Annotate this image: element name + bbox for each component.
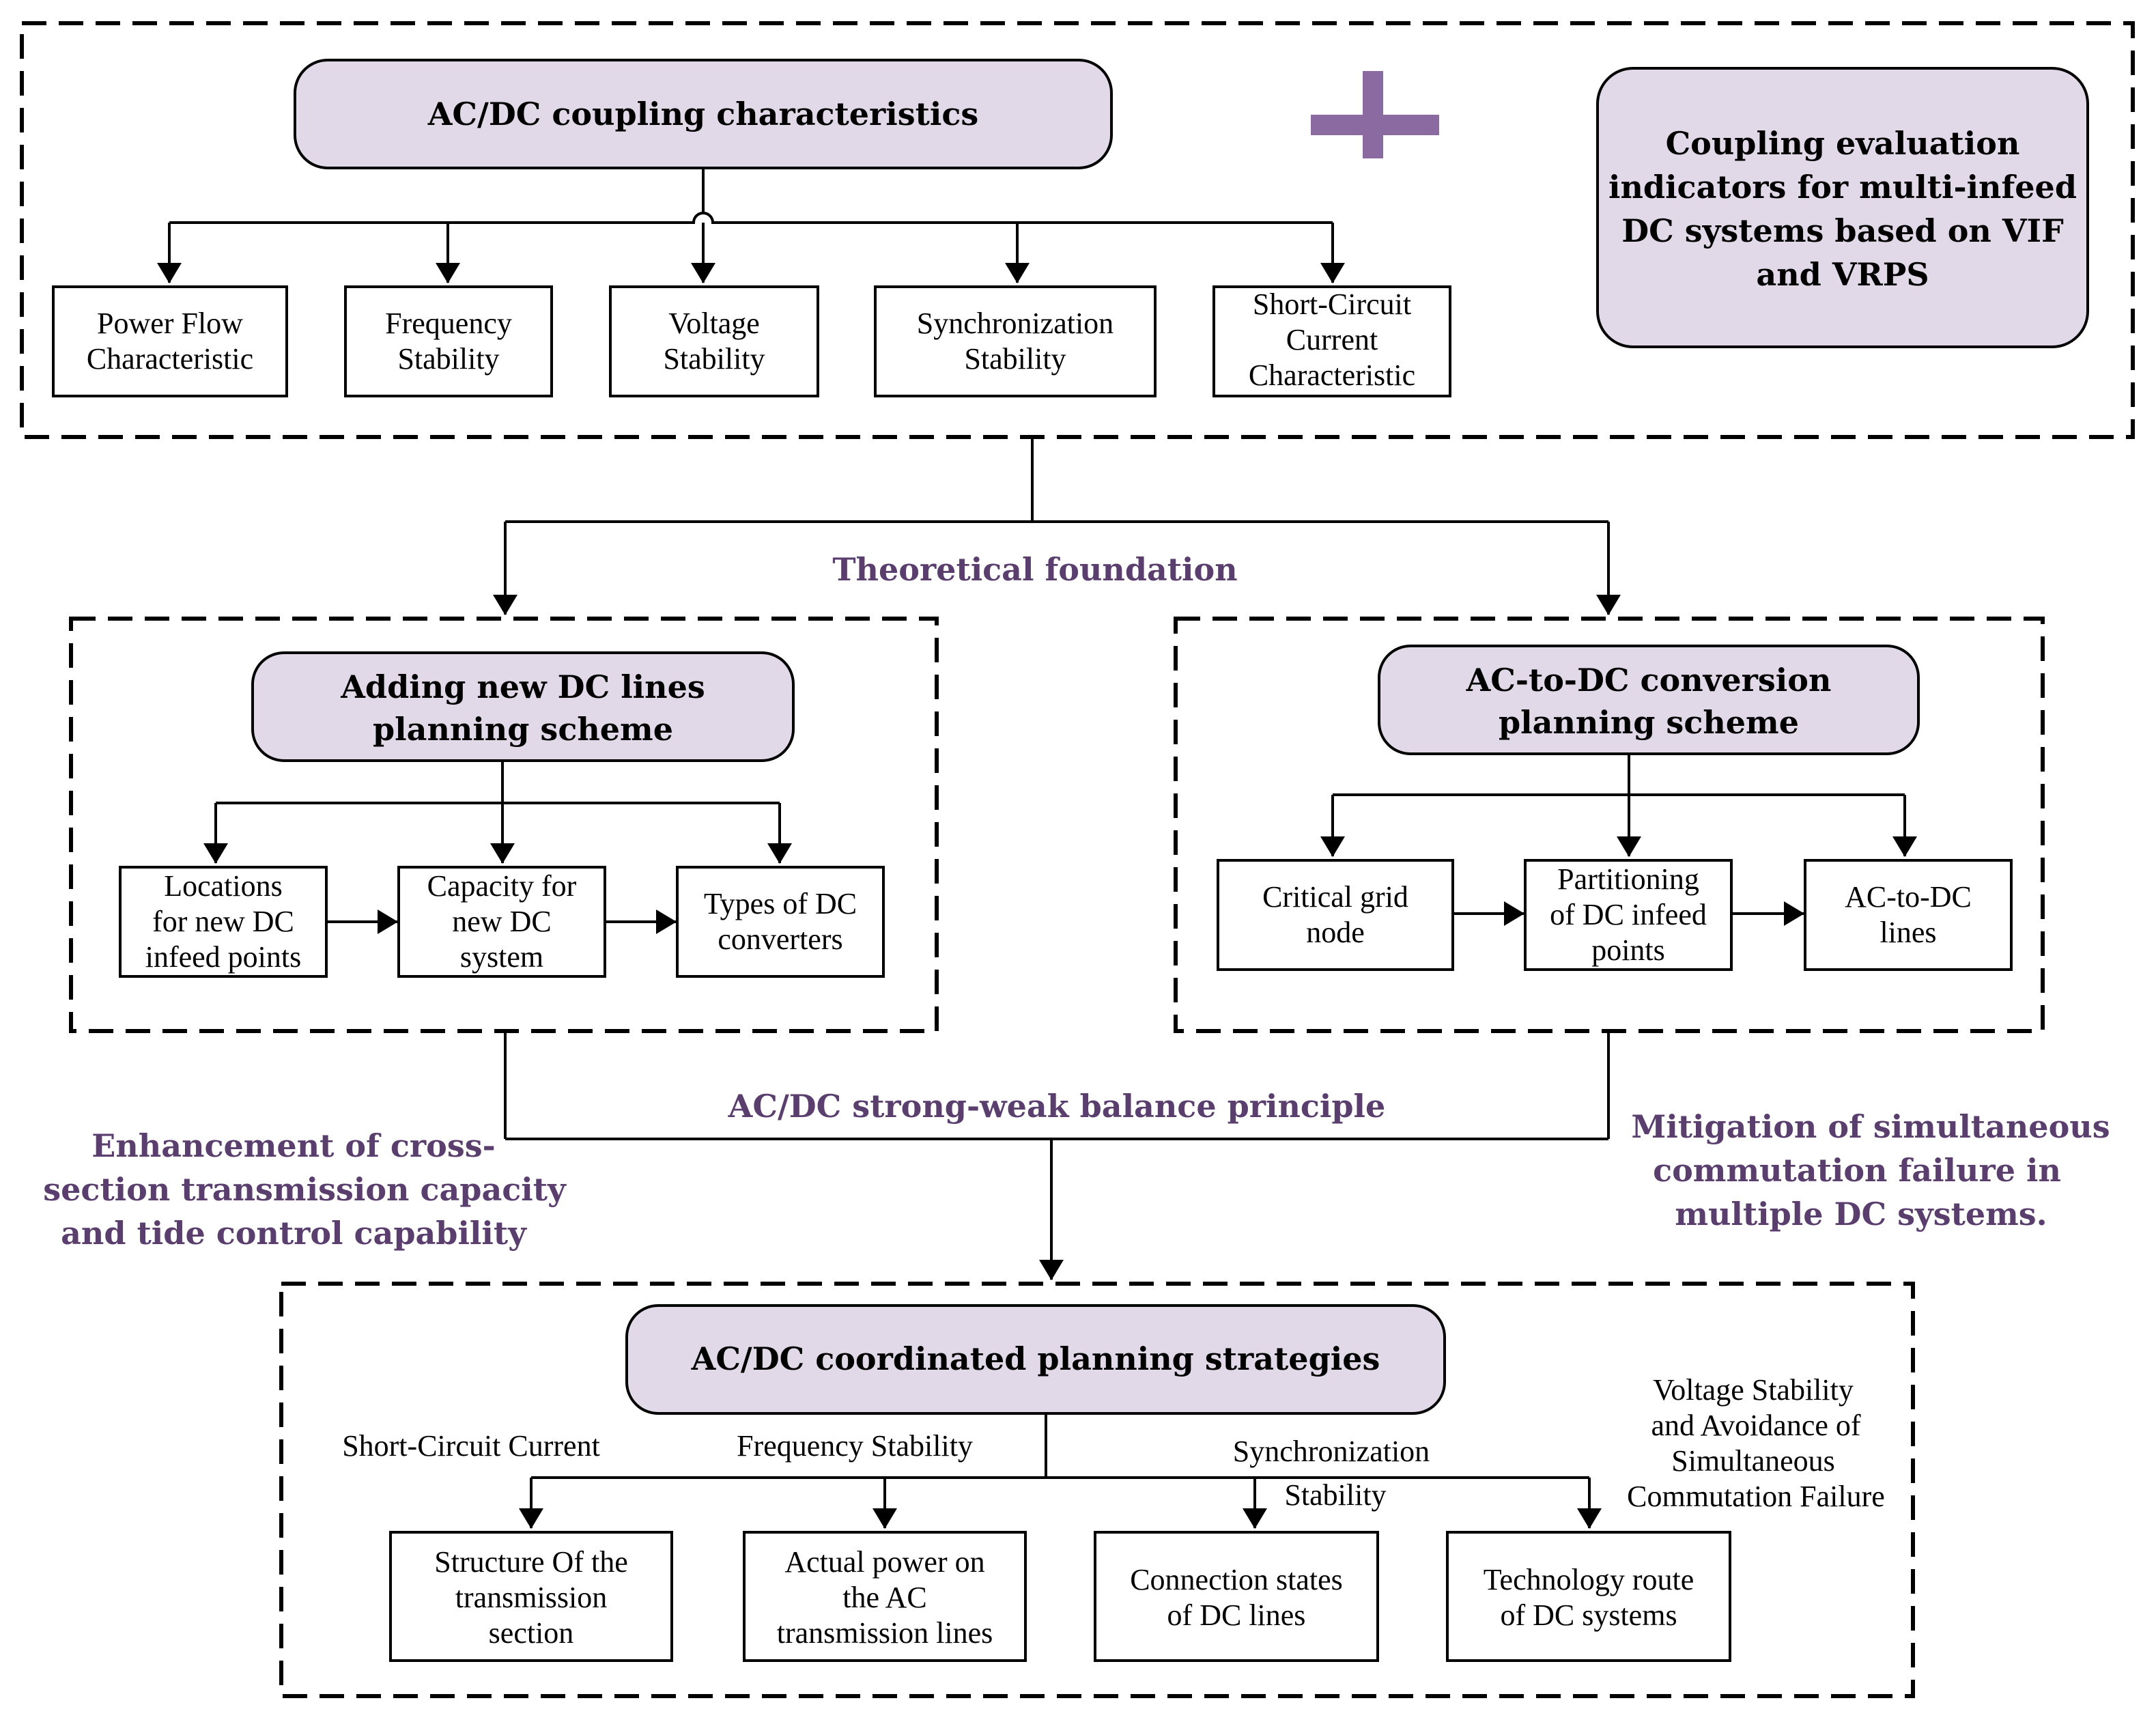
svg-text:Power Flow: Power Flow — [97, 307, 243, 340]
branch-label-short-circuit: Short-Circuit Current — [342, 1429, 600, 1463]
svg-text:Voltage: Voltage — [668, 307, 760, 340]
svg-text:of DC lines: of DC lines — [1167, 1598, 1306, 1632]
right-note: Mitigation of simultaneous commutation f… — [1631, 1108, 2110, 1232]
svg-text:of DC infeed: of DC infeed — [1550, 898, 1707, 931]
step-capacity: Capacity for new DC system — [397, 866, 606, 978]
svg-text:Commutation Failure: Commutation Failure — [1627, 1480, 1885, 1513]
svg-text:AC/DC coordinated planning str: AC/DC coordinated planning strategies — [691, 1340, 1380, 1377]
svg-text:section transmission capacity: section transmission capacity — [43, 1171, 567, 1208]
top-section-frame — [20, 21, 2135, 439]
svg-text:AC-to-DC: AC-to-DC — [1845, 880, 1972, 914]
svg-text:Stability: Stability — [397, 342, 499, 376]
svg-text:points: points — [1591, 933, 1665, 967]
coupling-characteristics-node: AC/DC coupling characteristics — [294, 59, 1113, 169]
plus-icon — [1311, 71, 1439, 158]
strategy-actual-power: Actual power on the AC transmission line… — [743, 1531, 1027, 1662]
svg-text:system: system — [460, 940, 543, 974]
svg-text:Partitioning: Partitioning — [1557, 862, 1699, 896]
balance-principle-connector — [504, 1031, 1610, 1280]
svg-text:Simultaneous: Simultaneous — [1671, 1444, 1835, 1478]
svg-text:converters: converters — [718, 922, 842, 956]
svg-text:Structure Of the: Structure Of the — [434, 1545, 627, 1579]
coordinated-strategies-node: AC/DC coordinated planning strategies — [625, 1304, 1446, 1415]
theoretical-foundation-label: Theoretical foundation — [832, 551, 1237, 588]
step-locations: Locations for new DC infeed points — [119, 866, 328, 978]
svg-text:and tide control capability: and tide control capability — [61, 1215, 527, 1252]
svg-text:planning scheme: planning scheme — [1499, 704, 1799, 741]
svg-text:for new DC: for new DC — [152, 905, 294, 938]
svg-text:Voltage Stability: Voltage Stability — [1653, 1373, 1854, 1407]
svg-text:Stability: Stability — [964, 342, 1066, 376]
svg-text:of DC systems: of DC systems — [1500, 1598, 1677, 1632]
svg-text:lines: lines — [1880, 916, 1936, 949]
bottom-section-frame — [279, 1282, 1915, 1698]
evaluation-line-1: Coupling evaluation — [1666, 125, 2020, 162]
svg-text:Short-Circuit Current: Short-Circuit Current — [342, 1429, 600, 1463]
svg-text:Types of DC: Types of DC — [704, 887, 857, 920]
svg-text:commutation failure in: commutation failure in — [1653, 1152, 2061, 1189]
characteristic-frequency: Frequency Stability — [344, 285, 553, 397]
svg-text:Connection states: Connection states — [1130, 1563, 1343, 1596]
coupling-characteristics-title: AC/DC coupling characteristics — [427, 96, 979, 132]
svg-text:Characteristic: Characteristic — [87, 342, 253, 376]
svg-text:Synchronization: Synchronization — [917, 307, 1114, 340]
svg-text:the AC: the AC — [842, 1581, 926, 1614]
svg-text:Current: Current — [1286, 323, 1378, 356]
theoretical-foundation-connector — [493, 437, 1621, 615]
strategy-technology-route: Technology route of DC systems — [1446, 1531, 1731, 1662]
svg-text:Enhancement of cross-: Enhancement of cross- — [91, 1127, 495, 1164]
left-note: Enhancement of cross- section transmissi… — [43, 1127, 567, 1252]
branch-label-synchronization: Synchronization Stability — [1233, 1435, 1430, 1512]
step-converter-types: Types of DC converters — [676, 866, 885, 978]
evaluation-indicators-box — [1596, 67, 2089, 348]
svg-text:Short-Circuit: Short-Circuit — [1253, 287, 1411, 321]
right-scheme-connectors — [1320, 754, 1917, 926]
step-partitioning: Partitioning of DC infeed points — [1524, 859, 1733, 971]
step-critical-node: Critical grid node — [1217, 859, 1454, 971]
evaluation-line-4: and VRPS — [1756, 256, 1929, 293]
branch-label-voltage: Voltage Stability and Avoidance of Simul… — [1627, 1373, 1885, 1513]
svg-text:Critical grid: Critical grid — [1262, 880, 1408, 914]
svg-text:Actual power on: Actual power on — [784, 1545, 984, 1579]
svg-text:new DC: new DC — [452, 905, 551, 938]
step-ac-to-dc-lines: AC-to-DC lines — [1804, 859, 2013, 971]
svg-text:Capacity for: Capacity for — [427, 869, 577, 903]
svg-text:and Avoidance of: and Avoidance of — [1651, 1409, 1860, 1442]
svg-text:transmission: transmission — [455, 1581, 607, 1614]
top-tree-connectors — [157, 168, 1345, 283]
branch-label-frequency: Frequency Stability — [737, 1429, 973, 1463]
evaluation-line-3: DC systems based on VIF — [1621, 212, 2064, 249]
characteristic-short-circuit: Short-Circuit Current Characteristic — [1212, 285, 1451, 397]
svg-text:Frequency: Frequency — [385, 307, 512, 340]
svg-text:AC-to-DC conversion: AC-to-DC conversion — [1466, 662, 1832, 699]
svg-text:infeed points: infeed points — [145, 940, 302, 974]
strategy-transmission-section: Structure Of the transmission section — [389, 1531, 673, 1662]
bottom-tree-connectors — [519, 1413, 1602, 1529]
strategy-connection-states: Connection states of DC lines — [1094, 1531, 1379, 1662]
svg-text:node: node — [1306, 916, 1365, 949]
svg-text:Stability: Stability — [663, 342, 765, 376]
svg-text:Frequency Stability: Frequency Stability — [737, 1429, 973, 1463]
svg-text:transmission lines: transmission lines — [777, 1616, 993, 1650]
ac-to-dc-scheme-node: AC-to-DC conversion planning scheme — [1378, 645, 1920, 755]
new-dc-lines-scheme-node: Adding new DC lines planning scheme — [251, 651, 795, 762]
svg-text:section: section — [489, 1616, 574, 1650]
evaluation-line-2: indicators for multi-infeed — [1608, 169, 2077, 206]
balance-principle-label: AC/DC strong-weak balance principle — [728, 1088, 1386, 1125]
svg-text:Locations: Locations — [164, 869, 283, 903]
svg-text:multiple DC systems.: multiple DC systems. — [1675, 1196, 2047, 1232]
left-scheme-connectors — [203, 761, 792, 934]
svg-text:Mitigation of simultaneous: Mitigation of simultaneous — [1631, 1108, 2110, 1145]
svg-text:Synchronization: Synchronization — [1233, 1435, 1430, 1468]
svg-text:Characteristic: Characteristic — [1249, 358, 1415, 392]
characteristic-synchronization: Synchronization Stability — [874, 285, 1157, 397]
svg-text:planning scheme: planning scheme — [373, 711, 673, 748]
svg-text:Stability: Stability — [1284, 1478, 1386, 1512]
characteristic-power-flow: Power Flow Characteristic — [52, 285, 288, 397]
characteristic-voltage: Voltage Stability — [609, 285, 819, 397]
evaluation-indicators-node: Coupling evaluation indicators for multi… — [1596, 67, 2089, 348]
svg-text:Adding new DC lines: Adding new DC lines — [340, 668, 705, 705]
svg-text:Technology route: Technology route — [1484, 1563, 1694, 1596]
